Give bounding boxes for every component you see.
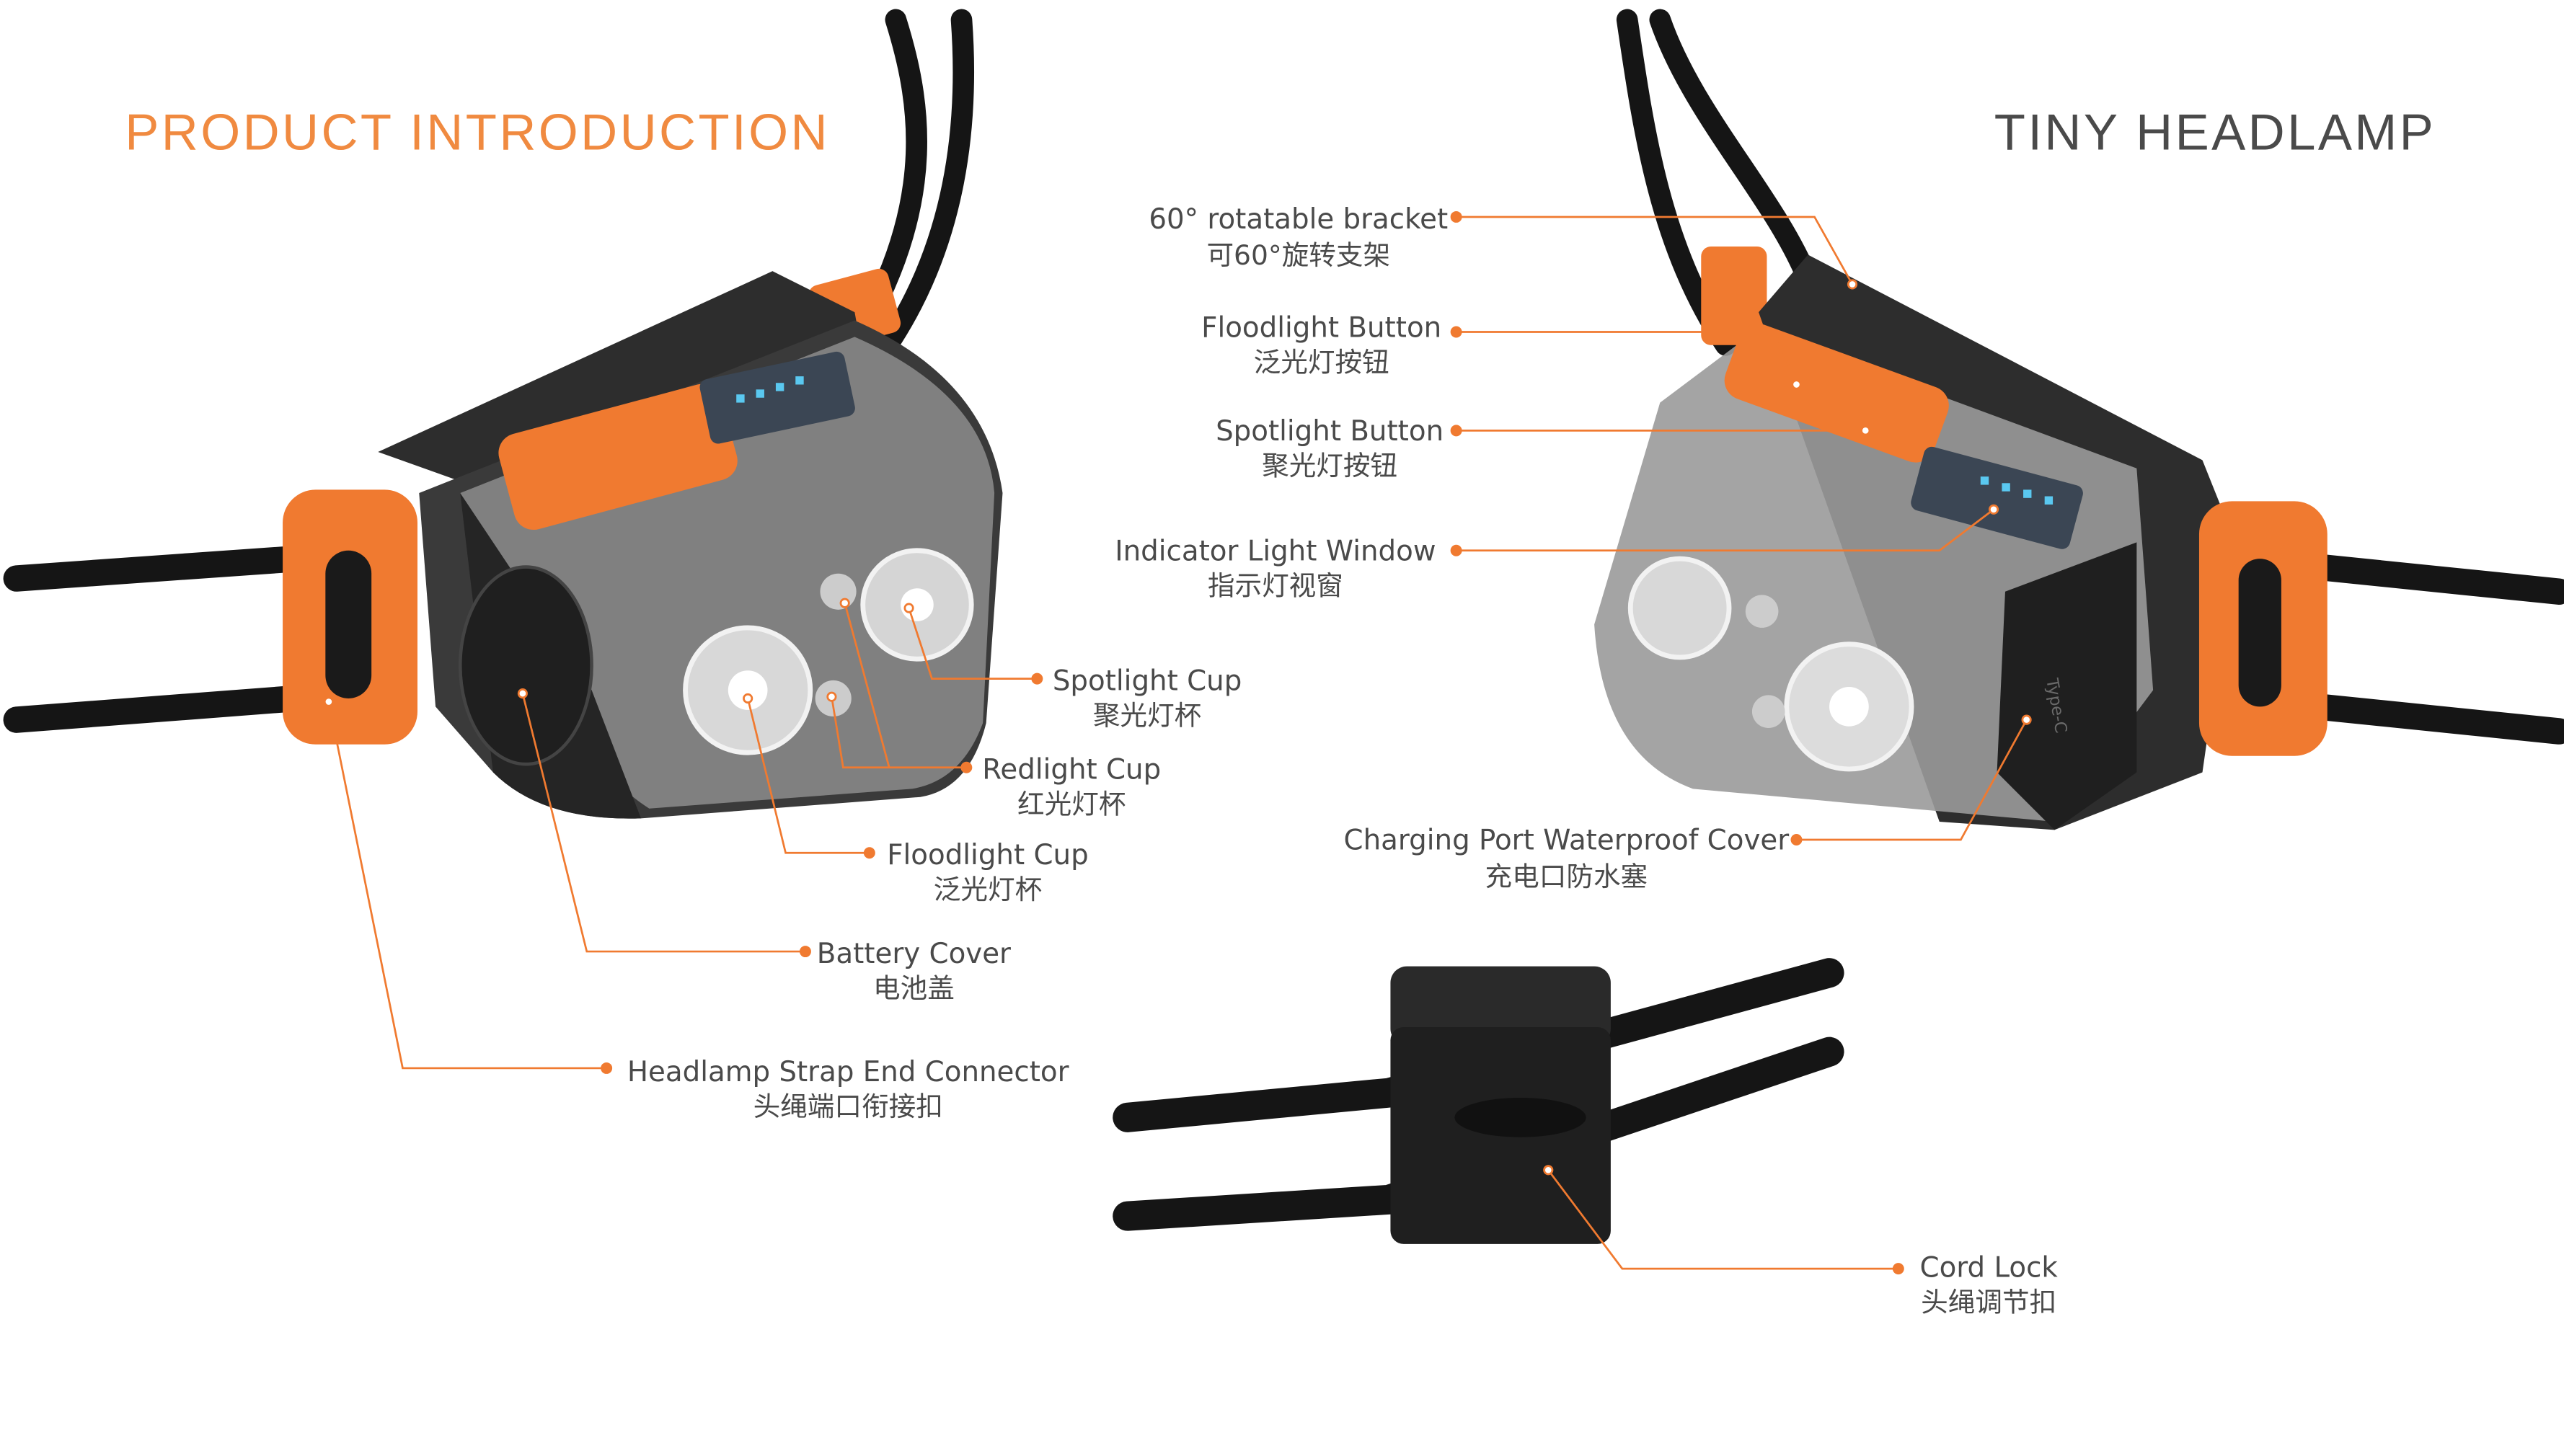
callout-cn: 充电口防水塞 <box>1485 861 1648 892</box>
callout-strap-connector: Headlamp Strap End Connector 头绳端口衔接扣 <box>627 1056 1069 1122</box>
callout-spotlight-cup: Spotlight Cup 聚光灯杯 <box>1053 665 1242 732</box>
cord-lock-image <box>1113 958 1844 1244</box>
callout-redlight-cup: Redlight Cup 红光灯杯 <box>982 754 1161 820</box>
callout-cord-lock: Cord Lock 头绳调节扣 <box>1920 1251 2059 1318</box>
callout-cn: 电池盖 <box>873 972 955 1004</box>
callout-floodlight-cup: Floodlight Cup 泛光灯杯 <box>887 839 1088 905</box>
right-headlamp-image: Type-C <box>1594 9 2564 830</box>
callout-en: Spotlight Cup <box>1053 665 1242 698</box>
callout-en: Floodlight Button <box>1201 311 1441 344</box>
callout-cn: 可60°旋转支架 <box>1206 239 1390 271</box>
callout-cn: 头绳调节扣 <box>1921 1286 2056 1318</box>
callout-cn: 泛光灯杯 <box>934 874 1042 905</box>
leader-lines <box>323 210 2032 1275</box>
callout-indicator-window: Indicator Light Window 指示灯视窗 <box>1115 535 1436 601</box>
callout-en: Headlamp Strap End Connector <box>627 1056 1069 1088</box>
left-headlamp-image <box>3 9 1003 819</box>
callout-spotlight-button: Spotlight Button 聚光灯按钮 <box>1216 415 1444 481</box>
callout-cn: 指示灯视窗 <box>1208 569 1343 601</box>
callout-floodlight-button: Floodlight Button 泛光灯按钮 <box>1201 311 1441 378</box>
callout-battery-cover: Battery Cover 电池盖 <box>817 938 1011 1004</box>
callout-cn: 聚光灯按钮 <box>1262 450 1397 481</box>
callout-en: Indicator Light Window <box>1115 535 1436 567</box>
callout-en: 60° rotatable bracket <box>1149 203 1448 236</box>
callout-charging-cover: Charging Port Waterproof Cover 充电口防水塞 <box>1344 825 1790 892</box>
callout-bracket: 60° rotatable bracket 可60°旋转支架 <box>1149 203 1448 271</box>
callout-cn: 聚光灯杯 <box>1093 699 1201 731</box>
callout-en: Spotlight Button <box>1216 415 1444 448</box>
callout-en: Charging Port Waterproof Cover <box>1344 825 1790 857</box>
callout-en: Floodlight Cup <box>887 839 1088 871</box>
right-title: TINY HEADLAMP <box>1994 103 2436 160</box>
callout-en: Redlight Cup <box>982 754 1161 786</box>
left-title: PRODUCT INTRODUCTION <box>125 103 830 160</box>
callout-en: Battery Cover <box>817 938 1011 970</box>
callout-cn: 红光灯杯 <box>1017 789 1126 820</box>
callout-cn: 泛光灯按钮 <box>1254 346 1389 378</box>
callout-cn: 头绳端口衔接扣 <box>753 1091 943 1122</box>
callout-en: Cord Lock <box>1920 1251 2059 1284</box>
